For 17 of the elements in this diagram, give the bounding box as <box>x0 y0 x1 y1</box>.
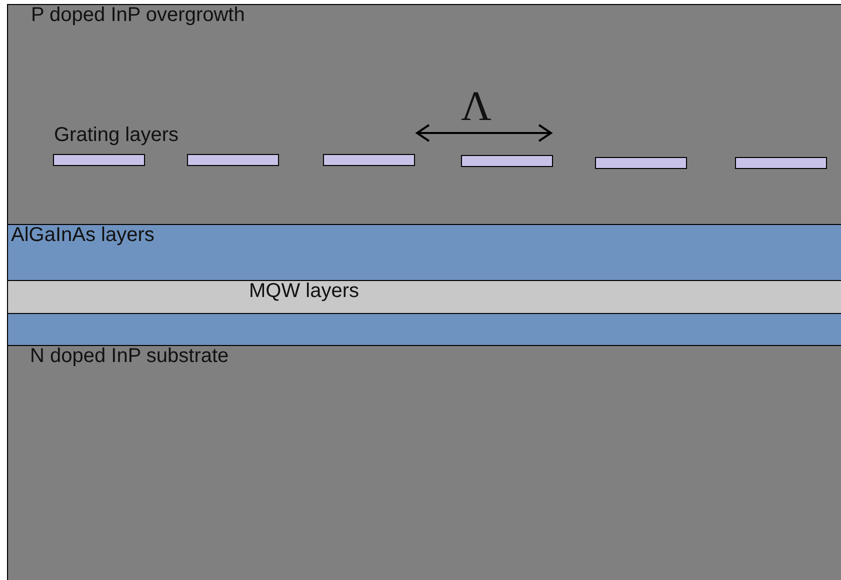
layer-label: P doped InP overgrowth <box>31 5 245 25</box>
mqw-layer <box>7 280 841 314</box>
grating-bar <box>595 157 687 169</box>
algainas-layer <box>7 224 841 281</box>
layer-label: AlGaInAs layers <box>11 225 154 245</box>
grating-bar <box>53 154 145 166</box>
grating-bar <box>735 157 827 169</box>
layer-label: N doped InP substrate <box>30 346 229 366</box>
substrate-layer <box>7 345 841 580</box>
overgrowth-layer <box>7 4 841 225</box>
layer-label: MQW layers <box>249 281 359 301</box>
algainas-layer <box>7 313 841 346</box>
grating-bar <box>187 154 279 166</box>
period-symbol: Λ <box>461 86 492 128</box>
grating-bar <box>323 154 415 166</box>
grating-bar <box>461 155 553 167</box>
grating-label: Grating layers <box>54 125 178 145</box>
